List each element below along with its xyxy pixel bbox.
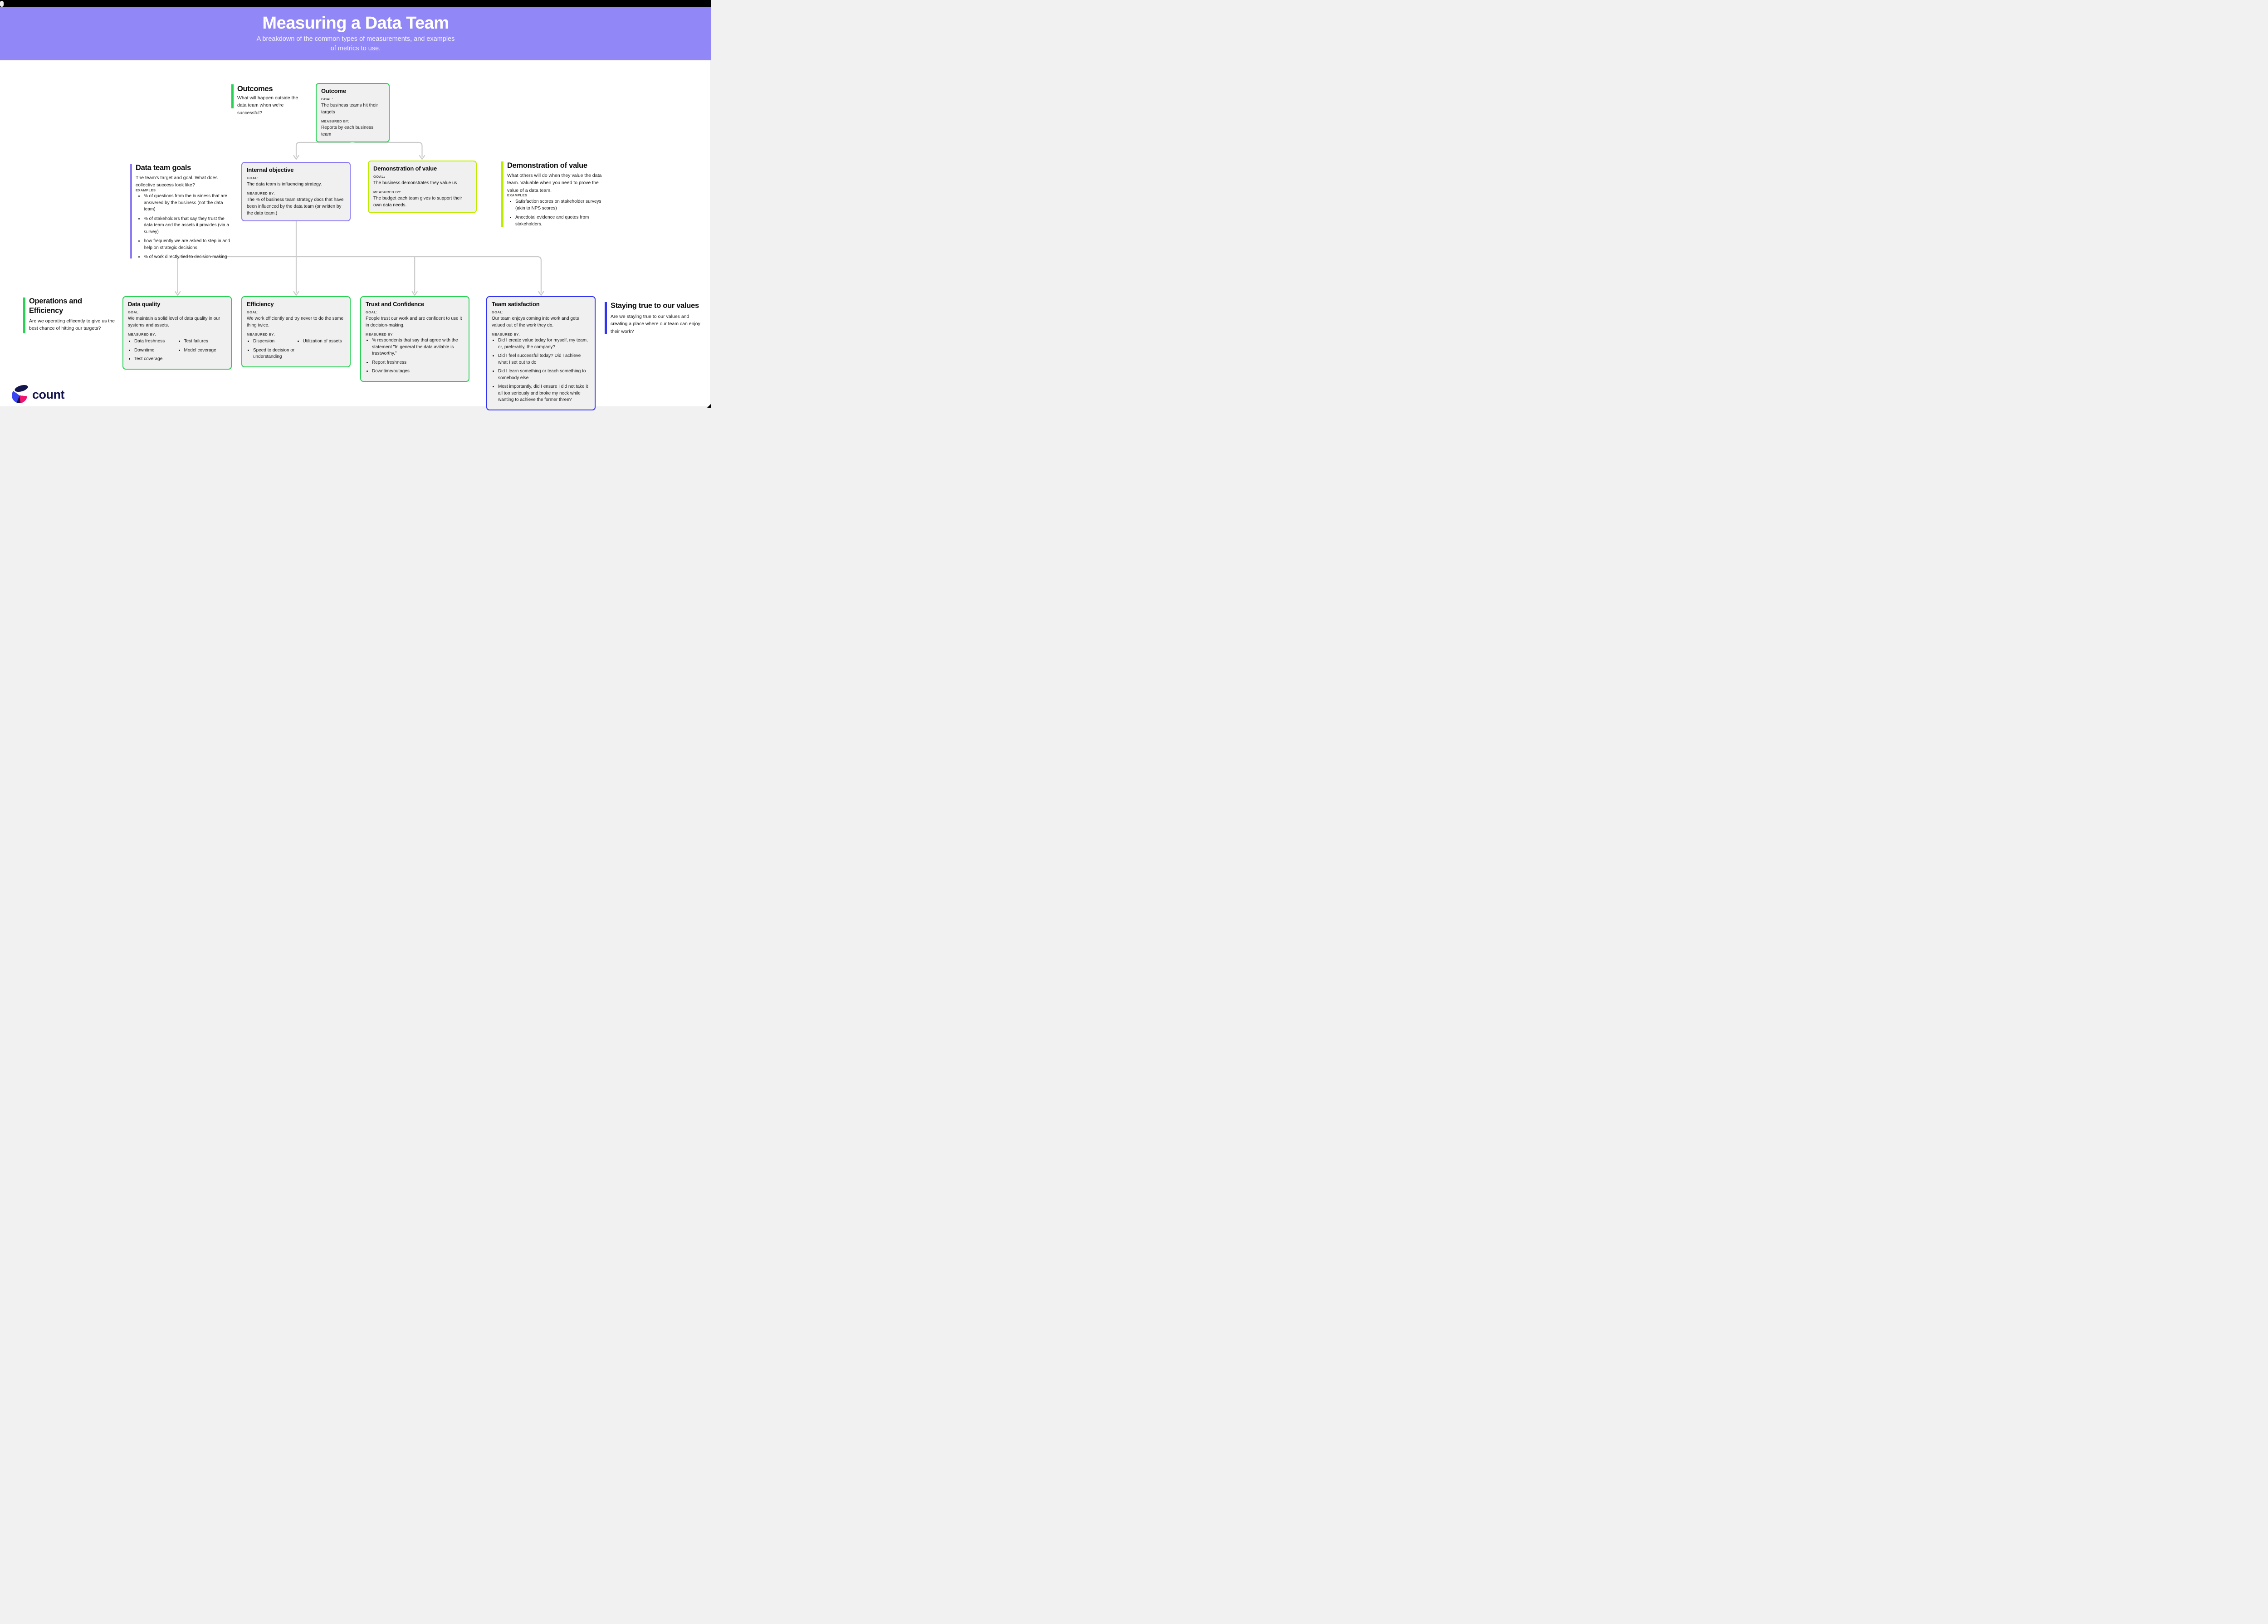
trust-confidence-card[interactable]: Trust and Confidence GOAL: People trust … [360,296,469,382]
page-title: Measuring a Data Team [262,14,449,33]
measured-by-label: MEASURED BY: [247,332,275,337]
demonstration-of-value-card-title: Demonstration of value [373,165,437,172]
measured-by-label: MEASURED BY: [321,119,350,123]
demo-value-section-desc: What others will do when they value the … [507,173,602,193]
measured-by-label: MEASURED BY: [247,191,275,195]
internal-objective-measured-text: The % of business team strategy docs tha… [247,197,344,216]
data-quality-card[interactable]: Data quality GOAL: We maintain a solid l… [122,296,232,370]
list-item: Model coverage [184,347,227,354]
goal-label: GOAL: [366,310,378,314]
list-item: Test coverage [134,356,177,363]
data-team-goals-accent-bar [130,164,132,258]
list-item: Downtime/outages [372,368,464,375]
data-quality-measured-list-col1: Data freshness Downtime Test coverage [128,338,177,365]
examples-label: EXAMPLES [507,193,528,197]
list-item: Data freshness [134,338,177,345]
trust-goal-text: People trust our work and are confident … [366,316,462,328]
operations-section-desc: Are we operating efficently to give us t… [29,318,115,332]
list-item: % of questions from the business that ar… [144,193,233,213]
count-logo[interactable]: count [12,384,65,403]
data-quality-measured-list-col2: Test failures Model coverage [178,338,227,365]
demo-value-accent-bar [501,161,503,227]
data-quality-goal-text: We maintain a solid level of data qualit… [128,316,220,328]
list-item: Did I feel successful today? Did I achie… [498,353,590,366]
data-team-goals-examples-list: % of questions from the business that ar… [137,193,233,263]
internal-objective-goal-text: The data team is influencing strategy. [247,182,322,187]
goal-label: GOAL: [492,310,504,314]
list-item: Most importantly, did I ensure I did not… [498,384,590,404]
list-item: Dispersion [253,338,296,345]
team-satisfaction-measured-list: Did I create value today for myself, my … [492,337,590,404]
efficiency-measured-list-col1: Dispersion Speed to decision or understa… [247,338,296,363]
outcome-measured-text: Reports by each business team [321,125,374,137]
list-item: Anecdotal evidence and quotes from stake… [515,215,612,228]
measured-by-label: MEASURED BY: [128,332,156,337]
page-subtitle: A breakdown of the common types of measu… [256,35,455,52]
goal-label: GOAL: [373,175,386,179]
goal-label: GOAL: [321,97,333,101]
list-item: Did I create value today for myself, my … [498,337,590,351]
list-item: % of stakeholders that say they trust th… [144,216,233,236]
team-satisfaction-goal-text: Our team enjoys coming into work and get… [492,316,579,328]
trust-confidence-card-title: Trust and Confidence [366,301,424,307]
efficiency-goal-text: We work efficiently and try never to do … [247,316,344,328]
count-logo-icon [12,384,29,403]
staying-true-section-title: Staying true to our values [611,302,699,310]
list-item: % respondents that say that agree with t… [372,337,464,357]
efficiency-measured-list-col2: Utilization of assets [297,338,346,363]
list-item: Downtime [134,347,177,354]
goal-label: GOAL: [247,310,259,314]
top-chrome-pill-icon [0,0,4,7]
examples-label: EXAMPLES [136,188,156,192]
list-item: Satisfaction scores on stakeholder surve… [515,199,612,212]
measured-by-label: MEASURED BY: [492,332,520,337]
staying-true-section-desc: Are we staying true to our values and cr… [611,314,700,334]
outcomes-section-title: Outcomes [237,85,273,93]
outcomes-section-desc: What will happen outside the data team w… [237,95,298,116]
team-satisfaction-card-title: Team satisfaction [492,301,540,307]
list-item: Test failures [184,338,227,345]
demo-value-measured-text: The budget each team gives to support th… [373,196,462,208]
demonstration-of-value-card[interactable]: Demonstration of value GOAL: The busines… [368,161,477,213]
data-team-goals-desc: The team's target and goal. What does co… [136,175,218,188]
demo-value-examples-list: Satisfaction scores on stakeholder surve… [508,199,612,230]
resize-handle-icon[interactable] [707,404,711,408]
efficiency-card[interactable]: Efficiency GOAL: We work efficiently and… [241,296,351,367]
outcome-card[interactable]: Outcome GOAL: The business teams hit the… [316,83,390,142]
list-item: Speed to decision or understanding [253,347,296,361]
top-chrome-bar [0,0,711,7]
goal-label: GOAL: [128,310,140,314]
list-item: Report freshness [372,360,464,366]
data-team-goals-title: Data team goals [136,164,191,172]
outcome-goal-text: The business teams hit their targets [321,103,378,115]
outcomes-accent-bar [231,84,234,108]
efficiency-card-title: Efficiency [247,301,274,307]
demo-value-section-title: Demonstration of value [507,161,587,170]
poster-header: Measuring a Data Team A breakdown of the… [0,7,711,60]
goal-label: GOAL: [247,176,259,180]
list-item: Utilization of assets [303,338,346,345]
internal-objective-card[interactable]: Internal objective GOAL: The data team i… [241,162,351,221]
staying-true-accent-bar [605,302,607,334]
internal-objective-card-title: Internal objective [247,166,294,173]
demo-value-goal-text: The business demonstrates they value us [373,180,457,185]
measured-by-label: MEASURED BY: [366,332,394,337]
operations-section-title: Operations and Efficiency [29,297,82,315]
operations-accent-bar [23,297,25,333]
list-item: how frequently we are asked to step in a… [144,238,233,251]
trust-measured-list: % respondents that say that agree with t… [366,337,464,375]
outcome-card-title: Outcome [321,88,346,94]
list-item: Did I learn something or teach something… [498,368,590,381]
list-item: % of work directly tied to decision-maki… [144,254,233,261]
count-logo-text: count [32,387,65,401]
measured-by-label: MEASURED BY: [373,190,402,194]
data-quality-card-title: Data quality [128,301,161,307]
team-satisfaction-card[interactable]: Team satisfaction GOAL: Our team enjoys … [486,296,596,410]
